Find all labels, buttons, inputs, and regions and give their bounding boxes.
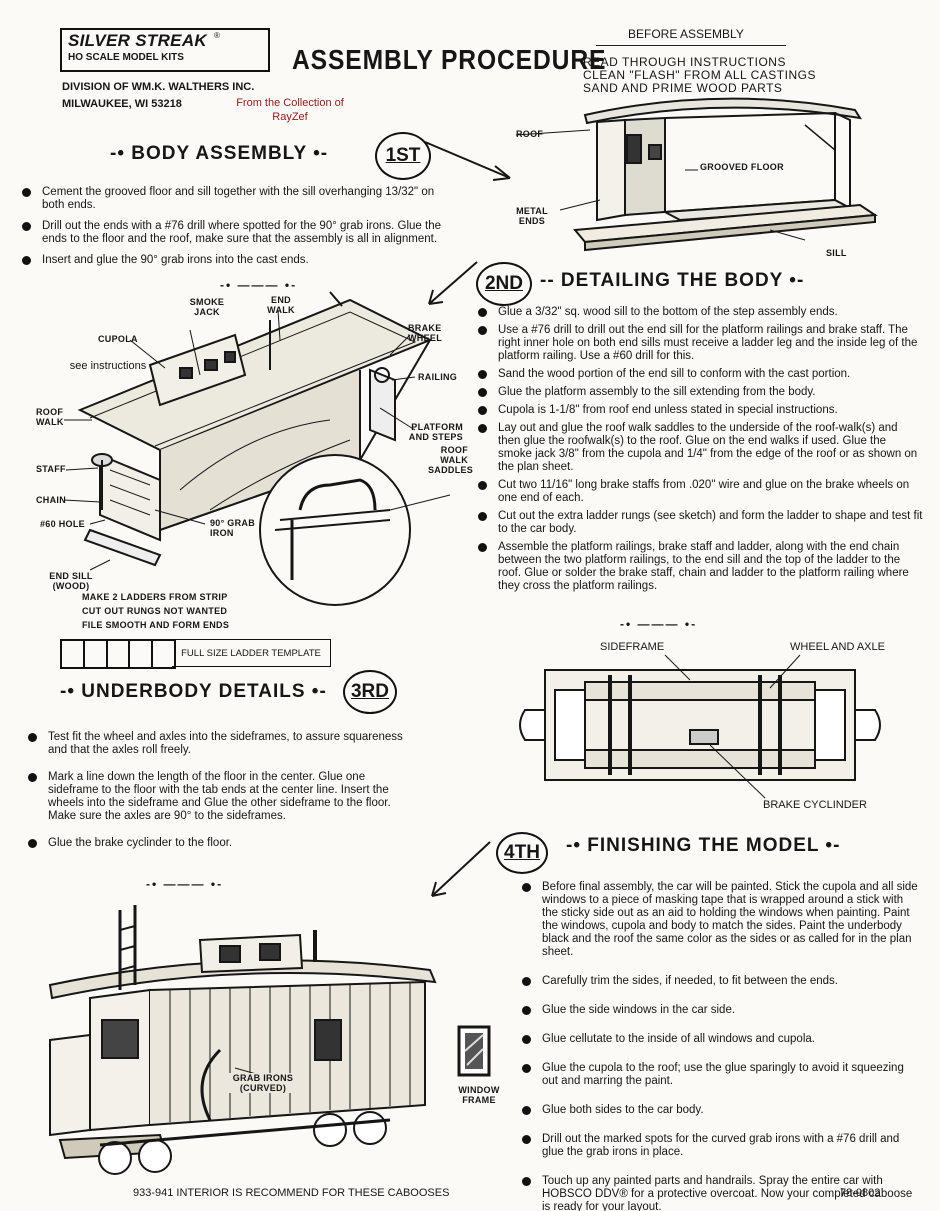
- before-line-1: READ THROUGH INSTRUCTIONS: [583, 55, 786, 69]
- section-3-badge: 3RD: [343, 670, 397, 714]
- before-assembly-title: BEFORE ASSEMBLY: [628, 27, 744, 41]
- label-end-sill: END SILL (WOOD): [49, 571, 93, 591]
- step-2-6: Lay out and glue the roof walk saddles t…: [478, 422, 923, 474]
- footer-code: 78-0802: [840, 1187, 881, 1199]
- figure-body-shell: [515, 97, 878, 252]
- step-4-5: Glue the cupola to the roof; use the glu…: [522, 1062, 920, 1088]
- collection-stamp: From the Collection of RayZef: [220, 96, 360, 124]
- step-2-1: Glue a 3/32" sq. wood sill to the bottom…: [478, 306, 923, 319]
- label-see-instructions: see instructions: [69, 360, 147, 372]
- section-4-heading: -• FINISHING THE MODEL •-: [566, 835, 841, 856]
- label-platform-steps: PLATFORM AND STEPS: [408, 422, 463, 442]
- figure-caboose-detail: [63, 291, 451, 606]
- ladder-template-label: FULL SIZE LADDER TEMPLATE: [172, 639, 331, 667]
- label-staff: STAFF: [36, 464, 66, 474]
- division-line: DIVISION OF WM.K. WALTHERS INC.: [62, 81, 255, 93]
- label-roof-walk-saddles: ROOF WALK SADDLES: [428, 445, 474, 475]
- ladder-note-3: FILE SMOOTH AND FORM ENDS: [82, 620, 230, 630]
- brand-name: SILVER STREAK: [68, 31, 207, 50]
- step-3-2: Mark a line down the length of the floor…: [28, 771, 418, 823]
- label-cupola: CUPOLA: [98, 334, 138, 344]
- before-assembly-rule: [596, 45, 786, 46]
- step-4-3: Glue the side windows in the car side.: [522, 1004, 920, 1017]
- step-2-4: Glue the platform assembly to the sill e…: [478, 386, 923, 399]
- section-1-heading: -• BODY ASSEMBLY •-: [110, 143, 329, 164]
- step-2-2: Use a #76 drill to drill out the end sil…: [478, 324, 923, 363]
- label-grab-iron: 90° GRAB IRON: [210, 518, 256, 538]
- label-brake-wheel: BRAKE WHEEL: [408, 323, 442, 343]
- label-grab-irons-curved: GRAB IRONS (CURVED): [228, 1073, 298, 1093]
- label-roof: ROOF: [516, 129, 544, 139]
- brand-subtitle: HO SCALE MODEL KITS: [68, 52, 184, 63]
- section-4-badge: 4TH: [496, 832, 548, 874]
- step-4-6: Glue both sides to the car body.: [522, 1104, 920, 1117]
- label-end-walk: END WALK: [267, 295, 295, 315]
- step-4-4: Glue cellutate to the inside of all wind…: [522, 1033, 920, 1046]
- step-2-5: Cupola is 1-1/8" from roof end unless st…: [478, 404, 923, 417]
- label-chain: CHAIN: [36, 495, 66, 505]
- step-1-1: Cement the grooved floor and sill togeth…: [22, 186, 442, 212]
- arrow-to-figure-2: [428, 261, 478, 305]
- before-line-2: CLEAN "FLASH" FROM ALL CASTINGS: [583, 68, 816, 82]
- before-line-3: SAND AND PRIME WOOD PARTS: [583, 81, 783, 95]
- collection-line-2: RayZef: [272, 111, 308, 123]
- divider-3: -• ——— •-: [146, 877, 224, 891]
- footer-note: 933-941 INTERIOR IS RECOMMEND FOR THESE …: [133, 1187, 450, 1199]
- window-frame-icon: [457, 1025, 491, 1077]
- label-sill: SILL: [826, 248, 847, 258]
- section-4-steps: Before final assembly, the car will be p…: [522, 881, 920, 1211]
- section-2-heading: -- DETAILING THE BODY •-: [540, 270, 805, 291]
- label-grooved-floor: GROOVED FLOOR: [698, 162, 786, 172]
- step-2-9: Assemble the platform railings, brake st…: [478, 541, 923, 593]
- section-3-steps: Test fit the wheel and axles into the si…: [28, 731, 418, 858]
- collection-line-1: From the Collection of: [236, 97, 344, 109]
- step-4-7: Drill out the marked spots for the curve…: [522, 1133, 920, 1159]
- step-2-7: Cut two 11/16" long brake staffs from .0…: [478, 479, 923, 505]
- step-4-8: Touch up any painted parts and handrails…: [522, 1175, 920, 1211]
- step-1-3: Insert and glue the 90° grab irons into …: [22, 254, 442, 267]
- label-wheel-axle: WHEEL AND AXLE: [790, 641, 885, 653]
- section-1-steps: Cement the grooved floor and sill togeth…: [22, 186, 442, 275]
- divider-2: -• ——— •-: [620, 617, 698, 631]
- step-4-1: Before final assembly, the car will be p…: [522, 881, 920, 959]
- ladder-template: [60, 639, 176, 669]
- step-4-2: Carefully trim the sides, if needed, to …: [522, 975, 920, 988]
- label-60-hole: #60 HOLE: [40, 519, 85, 529]
- divider-1: -• ——— •-: [220, 278, 298, 292]
- ladder-note-2: CUT OUT RUNGS NOT WANTED: [82, 606, 228, 616]
- section-4-badge-text: 4TH: [504, 842, 540, 863]
- section-3-badge-text: 3RD: [350, 681, 389, 702]
- label-smoke-jack: SMOKE JACK: [189, 297, 225, 317]
- step-3-1: Test fit the wheel and axles into the si…: [28, 731, 418, 757]
- brand-logo: SILVER STREAK ® HO SCALE MODEL KITS: [60, 28, 270, 72]
- section-2-badge: 2ND: [476, 262, 532, 306]
- section-2-steps: Glue a 3/32" sq. wood sill to the bottom…: [478, 306, 923, 598]
- step-3-3: Glue the brake cyclinder to the floor.: [28, 837, 418, 850]
- label-window-frame: WINDOW FRAME: [458, 1085, 500, 1105]
- figure-underbody: [519, 654, 881, 799]
- figure-finished-caboose: [48, 905, 437, 1175]
- arrow-to-figure-1: [424, 141, 511, 181]
- section-2-badge-text: 2ND: [484, 273, 523, 294]
- page-title: ASSEMBLY PROCEDURE: [292, 44, 607, 75]
- registered-mark: ®: [214, 31, 220, 40]
- ladder-note-1: MAKE 2 LADDERS FROM STRIP: [82, 592, 228, 602]
- label-brake-cylinder: BRAKE CYCLINDER: [763, 799, 867, 811]
- section-3-heading: -• UNDERBODY DETAILS •-: [60, 681, 327, 702]
- step-1-2: Drill out the ends with a #76 drill wher…: [22, 220, 442, 246]
- arrow-to-figure-4: [431, 841, 491, 897]
- step-2-3: Sand the wood portion of the end sill to…: [478, 368, 923, 381]
- label-metal-ends: METAL ENDS: [516, 206, 548, 226]
- step-2-8: Cut out the extra ladder rungs (see sket…: [478, 510, 923, 536]
- city-line: MILWAUKEE, WI 53218: [62, 98, 182, 110]
- label-sideframe: SIDEFRAME: [600, 641, 665, 653]
- label-railing: RAILING: [418, 372, 458, 382]
- section-1-badge-text: 1ST: [385, 145, 421, 166]
- label-roof-walk: ROOF WALK: [36, 407, 64, 427]
- section-1-badge: 1ST: [375, 132, 431, 180]
